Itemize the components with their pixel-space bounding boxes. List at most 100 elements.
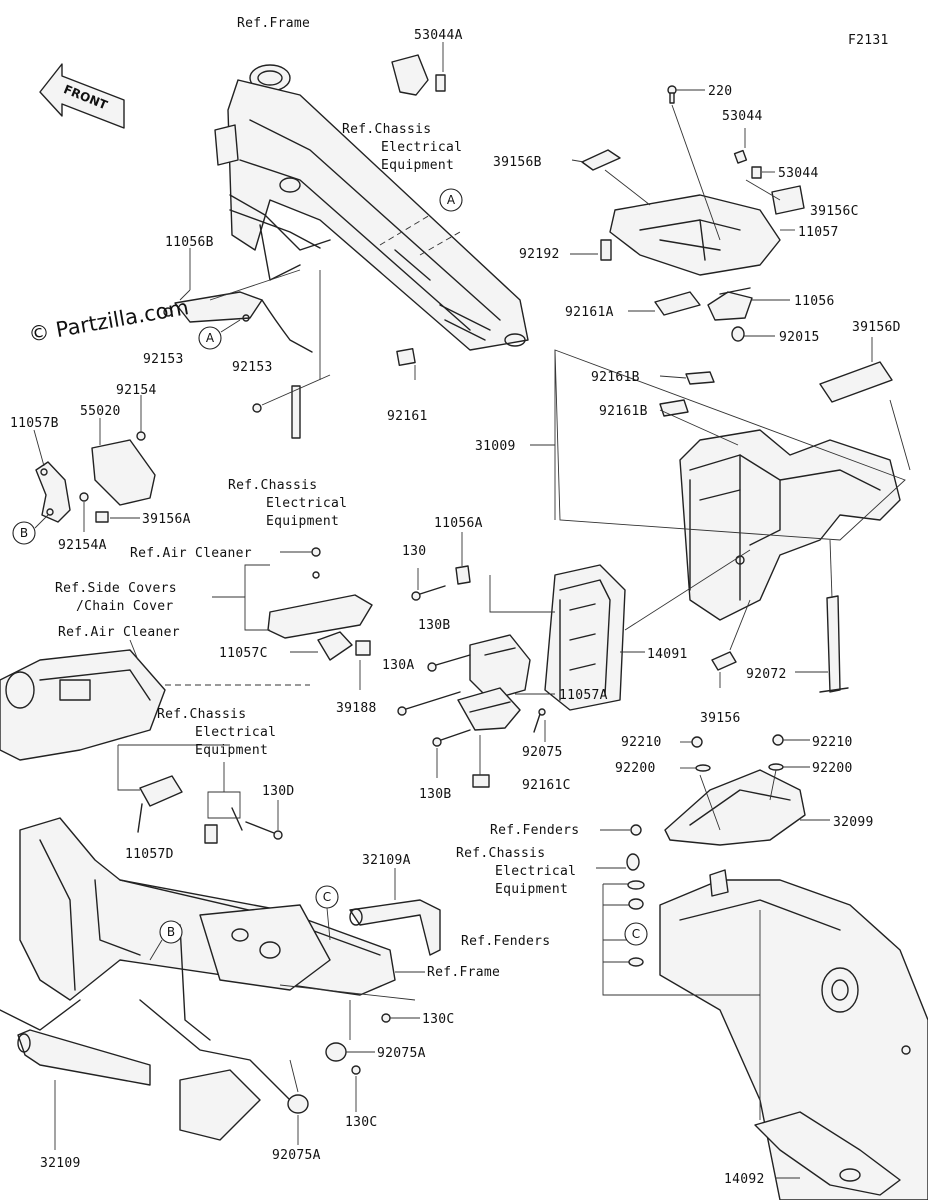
label-14091: 14091 bbox=[647, 647, 688, 662]
label-92075A-b: 92075A bbox=[272, 1148, 321, 1163]
air-cleaner-housing-drawing bbox=[0, 649, 166, 761]
label-220: 220 bbox=[708, 84, 732, 99]
svg-text:A: A bbox=[206, 331, 215, 345]
bolt-air-cleaner-drawing bbox=[311, 547, 321, 579]
label-92072: 92072 bbox=[746, 667, 787, 682]
part-11057C-drawing bbox=[317, 631, 353, 661]
bolt-92154A-drawing bbox=[79, 492, 89, 502]
part-92075A-b-drawing bbox=[287, 1094, 309, 1114]
part-11057-tray-drawing bbox=[609, 194, 781, 276]
label-92161A: 92161A bbox=[565, 305, 614, 320]
label-92161: 92161 bbox=[387, 409, 428, 424]
label-31009: 31009 bbox=[475, 439, 516, 454]
washer-92200-b-drawing bbox=[768, 763, 784, 771]
label-39156C: 39156C bbox=[810, 204, 859, 219]
label-ref-air-1: Ref.Air Cleaner bbox=[130, 546, 252, 561]
part-39188-drawing bbox=[355, 640, 371, 656]
bolt-130-drawing bbox=[411, 585, 446, 601]
label-ref-fenders-2: Ref.Fenders bbox=[461, 934, 550, 949]
rear-fender-drawing bbox=[659, 869, 928, 1200]
bolt-130B-a-drawing bbox=[427, 654, 471, 672]
nut-92210-a-drawing bbox=[691, 736, 703, 748]
fender-fastener-stack-drawing bbox=[626, 824, 645, 967]
main-frame-drawing bbox=[214, 64, 529, 351]
label-55020: 55020 bbox=[80, 404, 121, 419]
part-32109-pipe-drawing bbox=[17, 1029, 151, 1086]
lower-frame-drawing bbox=[0, 817, 396, 1141]
label-130C-a: 130C bbox=[422, 1012, 455, 1027]
part-92192-drawing bbox=[600, 239, 612, 261]
callout-c-low: C bbox=[315, 885, 339, 909]
callout-a-left: A bbox=[198, 326, 222, 350]
label-11057: 11057 bbox=[798, 225, 839, 240]
part-92075A-a-drawing bbox=[325, 1042, 347, 1062]
bolt-130B-b-drawing bbox=[432, 729, 471, 747]
label-92075A-a: 92075A bbox=[377, 1046, 426, 1061]
bolt-130C-a-drawing bbox=[381, 1013, 391, 1023]
part-39156D-drawing bbox=[819, 361, 893, 403]
label-ref-fenders-1: Ref.Fenders bbox=[490, 823, 579, 838]
label-ref-chassis-2a: Ref.Chassis bbox=[228, 478, 317, 493]
label-92075: 92075 bbox=[522, 745, 563, 760]
label-ref-frame-mid: Ref.Frame bbox=[427, 965, 500, 980]
label-92015: 92015 bbox=[779, 330, 820, 345]
label-92161B-b: 92161B bbox=[599, 404, 648, 419]
label-39156B: 39156B bbox=[493, 155, 542, 170]
part-53044A-drawing bbox=[391, 54, 446, 96]
label-11057A: 11057A bbox=[559, 688, 608, 703]
label-ref-chassis-1c: Equipment bbox=[381, 158, 454, 173]
label-ref-chassis-4b: Electrical bbox=[495, 864, 576, 879]
svg-text:B: B bbox=[167, 925, 175, 939]
label-ref-frame-top: Ref.Frame bbox=[237, 16, 310, 31]
label-92161C: 92161C bbox=[522, 778, 571, 793]
label-130C-b: 130C bbox=[345, 1115, 378, 1130]
label-32099: 32099 bbox=[833, 815, 874, 830]
label-ref-chassis-2c: Equipment bbox=[266, 514, 339, 529]
part-32099-drawing bbox=[664, 769, 806, 846]
part-39156-drawing bbox=[711, 651, 737, 671]
bolt-130A-drawing bbox=[397, 691, 461, 716]
label-ref-chassis-3b: Electrical bbox=[195, 725, 276, 740]
part-side-bracket-drawing bbox=[267, 594, 373, 639]
label-130D: 130D bbox=[262, 784, 295, 799]
front-arrow-icon: FRONT bbox=[39, 63, 125, 129]
part-32109A-pipe-drawing bbox=[349, 899, 441, 956]
part-92072-strap-drawing bbox=[819, 595, 849, 693]
washer-92200-a-drawing bbox=[695, 764, 711, 772]
part-92161A-drawing bbox=[654, 291, 701, 316]
label-ref-chassis-4c: Equipment bbox=[495, 882, 568, 897]
part-11057D-drawing bbox=[137, 775, 183, 833]
part-39156A-drawing bbox=[95, 511, 109, 523]
part-39156B-drawing bbox=[581, 149, 621, 171]
label-53044-top: 53044 bbox=[722, 109, 763, 124]
callout-b-mid: B bbox=[12, 521, 36, 545]
label-39156: 39156 bbox=[700, 711, 741, 726]
label-ref-side-a: Ref.Side Covers bbox=[55, 581, 177, 596]
label-92210-a: 92210 bbox=[621, 735, 662, 750]
part-92015-drawing bbox=[731, 326, 745, 342]
part-92161C-drawing bbox=[472, 774, 490, 788]
label-32109: 32109 bbox=[40, 1156, 81, 1171]
label-11056: 11056 bbox=[794, 294, 835, 309]
part-14092-drawing bbox=[754, 1111, 901, 1196]
label-39156D: 39156D bbox=[852, 320, 901, 335]
part-11056B-drawing bbox=[174, 291, 313, 353]
label-11057C: 11057C bbox=[219, 646, 268, 661]
label-92154A: 92154A bbox=[58, 538, 107, 553]
label-11057D: 11057D bbox=[125, 847, 174, 862]
label-92153-a: 92153 bbox=[143, 352, 184, 367]
part-92161B-a-drawing bbox=[685, 371, 715, 385]
svg-text:C: C bbox=[632, 927, 640, 941]
part-11056A-drawing bbox=[455, 565, 471, 585]
bolt-92153-b bbox=[252, 403, 262, 413]
label-92154: 92154 bbox=[116, 383, 157, 398]
part-bracket-mid-drawing bbox=[469, 634, 531, 701]
part-11057B-drawing bbox=[35, 461, 71, 523]
label-11056B: 11056B bbox=[165, 235, 214, 250]
part-11056-drawing bbox=[707, 287, 753, 321]
part-92161-drawing bbox=[396, 348, 416, 366]
part-53044-pins-drawing bbox=[733, 149, 762, 179]
callout-b-low: B bbox=[159, 920, 183, 944]
bolt-92075-drawing bbox=[533, 708, 546, 733]
